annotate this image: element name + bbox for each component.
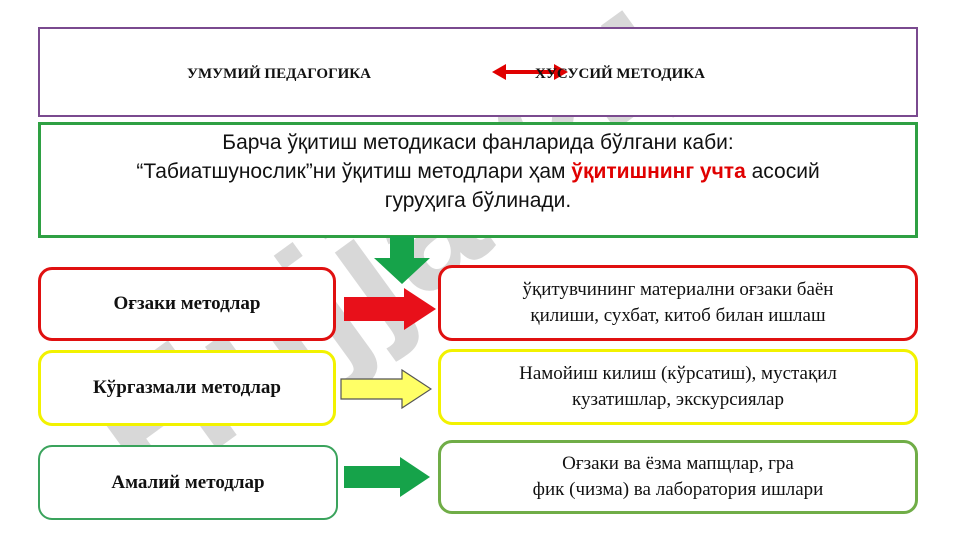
main-line-1: Барча ўқитиш методикаси фанларида бўлган… xyxy=(222,131,734,154)
main-line-2-before: “Табиатшунослик”ни ўқитиш методлари ҳам xyxy=(136,160,572,183)
method-desc-oral: ўқитувчининг материални оғзаки баён қили… xyxy=(438,265,918,341)
right-arrow-red-icon xyxy=(344,288,436,330)
method-card-practical: Амалий методлар xyxy=(38,445,338,520)
main-line-3: гуруҳига бўлинади. xyxy=(384,189,572,212)
header-left-label: УМУМИЙ ПЕДАГОГИКА xyxy=(187,66,371,82)
method-name-oral: Оғзаки методлар xyxy=(113,293,261,314)
method-desc-visual-line1: Намойиш килиш (кўрсатиш), мустақил xyxy=(519,363,837,384)
right-arrow-yellow-icon xyxy=(340,369,432,409)
method-name-visual: Кўргазмали методлар xyxy=(93,377,281,398)
main-line-2: “Табиатшунослик”ни ўқитиш методлари ҳам … xyxy=(51,157,905,186)
right-arrow-green-icon xyxy=(344,457,430,497)
header-box: УМУМИЙ ПЕДАГОГИКА ХУСУСИЙ МЕТОДИКА xyxy=(38,27,918,117)
method-desc-practical: Оғзаки ва ёзма мапщлар, гра фик (чизма) … xyxy=(438,440,918,514)
double-arrow-icon xyxy=(492,64,568,80)
method-name-practical: Амалий методлар xyxy=(111,471,265,493)
method-desc-oral-line2: қилиши, сухбат, китоб билан ишлаш xyxy=(530,305,826,326)
method-desc-practical-line2: фик (чизма) ва лаборатория ишлари xyxy=(532,479,824,500)
method-card-oral: Оғзаки методлар xyxy=(38,267,336,341)
main-line-2-highlight: ўқитишнинг учта xyxy=(571,160,746,183)
header-right-label: ХУСУСИЙ МЕТОДИКА xyxy=(535,66,705,82)
main-line-2-after: асосий xyxy=(745,160,820,183)
method-card-visual: Кўргазмали методлар xyxy=(38,350,336,426)
method-desc-oral-line1: ўқитувчининг материални оғзаки баён xyxy=(522,279,834,300)
main-statement: Барча ўқитиш методикаси фанларида бўлган… xyxy=(38,122,918,238)
down-arrow-icon xyxy=(374,236,430,284)
method-desc-practical-line1: Оғзаки ва ёзма мапщлар, гра xyxy=(562,453,794,474)
method-desc-visual-line2: кузатишлар, экскурсиялар xyxy=(571,389,784,410)
method-desc-visual: Намойиш килиш (кўрсатиш), мустақил кузат… xyxy=(438,349,918,425)
